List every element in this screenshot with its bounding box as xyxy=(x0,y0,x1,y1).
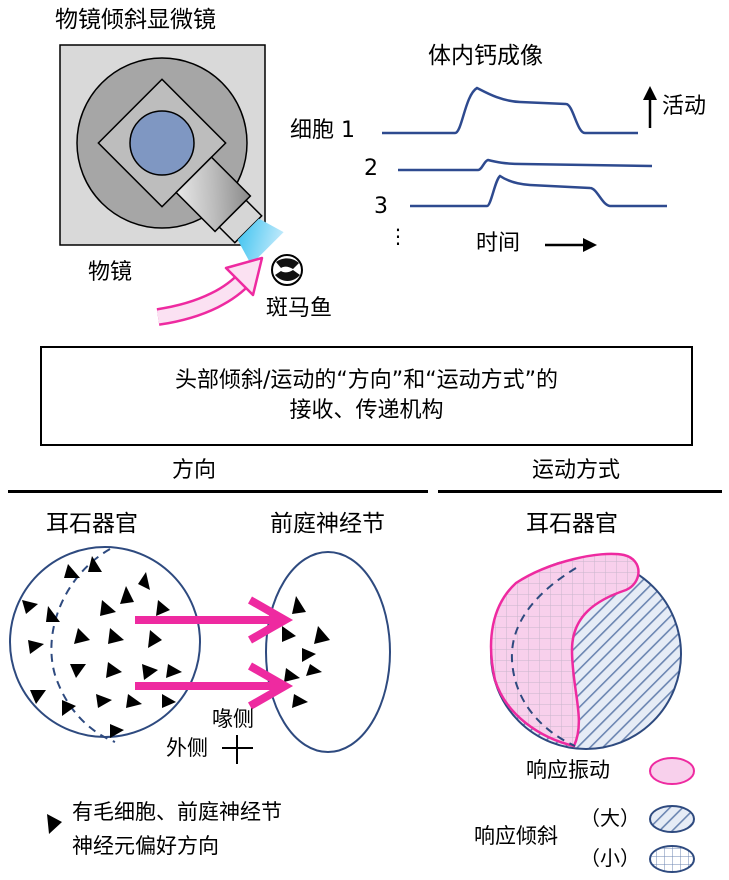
direction-otolith xyxy=(9,546,201,743)
vibration-legend-label: 响应振动 xyxy=(526,758,610,782)
tilt-large-label: （大） xyxy=(580,806,640,830)
zebrafish-icon xyxy=(271,254,303,286)
hair-cell-markers xyxy=(22,556,182,738)
vestibular-ganglion xyxy=(265,551,391,753)
direction-otolith-label: 耳石器官 xyxy=(46,511,138,537)
tilt-small-label: （小） xyxy=(580,846,640,870)
zebrafish-label: 斑马鱼 xyxy=(266,296,333,321)
projection-arrows xyxy=(135,596,294,710)
light-beam xyxy=(237,218,284,265)
trace-cell-1 xyxy=(382,86,638,135)
motion-divider xyxy=(438,490,722,493)
trace-cell-3 xyxy=(410,174,667,208)
mechanism-title-line-2: 接收、传递机构 xyxy=(289,398,444,423)
hair-cell-marker-icon xyxy=(47,814,62,834)
trace-cell-2 xyxy=(398,158,653,172)
motion-otolith-label: 耳石器官 xyxy=(526,511,618,537)
time-label: 时间 xyxy=(476,231,521,256)
cell-2-label: 2 xyxy=(364,156,378,181)
activity-label: 活动 xyxy=(662,94,707,119)
calcium-traces xyxy=(382,86,667,208)
vibration-legend-swatch xyxy=(649,757,695,785)
ganglion-label: 前庭神经节 xyxy=(270,511,385,537)
mechanism-title-box: 头部倾斜/运动的“方向”和“运动方式”的 接收、传递机构 xyxy=(40,346,693,446)
mechanism-title-line-1: 头部倾斜/运动的“方向”和“运动方式”的 xyxy=(174,368,558,394)
direction-header: 方向 xyxy=(172,458,217,483)
hair-cell-legend-line-1: 有毛细胞、前庭神经节 xyxy=(72,800,282,824)
tilt-legend-label: 响应倾斜 xyxy=(474,824,558,848)
imaging-title: 体内钙成像 xyxy=(428,43,543,69)
motion-otolith xyxy=(489,552,682,750)
microscope-lens-circle xyxy=(129,110,195,176)
microscope-diagram xyxy=(59,44,284,265)
cell-1-label: 细胞 1 xyxy=(290,118,355,143)
tilt-large-legend-swatch xyxy=(649,805,695,833)
lateral-label: 外侧 xyxy=(166,736,208,760)
tilt-arrow-head xyxy=(224,256,264,297)
tilt-small-legend-swatch xyxy=(649,845,695,873)
microscope-title: 物镜倾斜显微镜 xyxy=(55,7,216,33)
hair-cell-legend-line-2: 神经元偏好方向 xyxy=(72,834,219,858)
objective-label: 物镜 xyxy=(88,260,133,285)
rostral-label: 喙侧 xyxy=(212,707,254,731)
cell-ellipsis: ⋮ xyxy=(388,224,408,248)
orientation-cross-icon xyxy=(222,735,253,764)
motion-header: 运动方式 xyxy=(532,458,621,483)
cell-3-label: 3 xyxy=(374,194,388,219)
direction-divider xyxy=(8,490,428,493)
